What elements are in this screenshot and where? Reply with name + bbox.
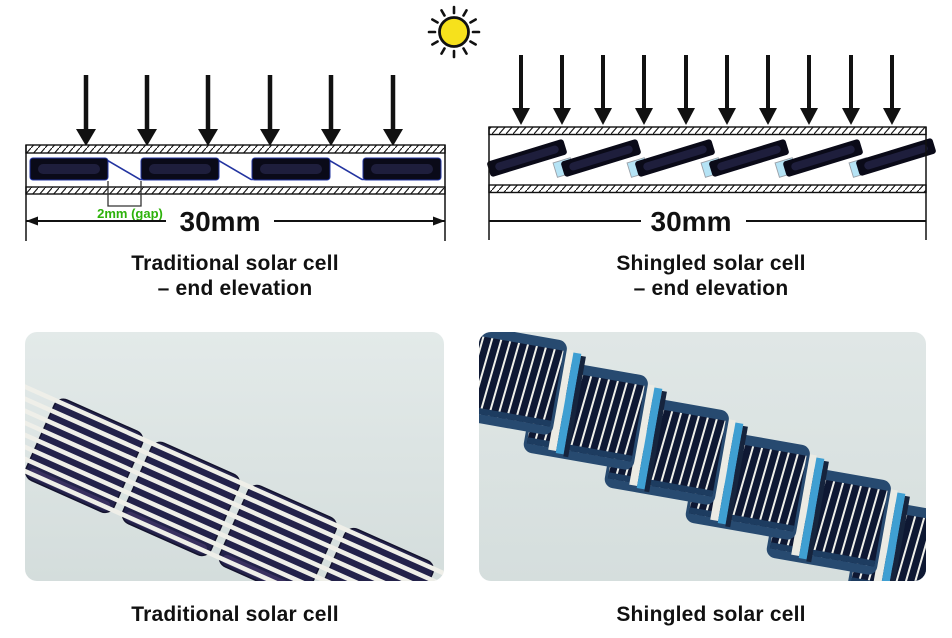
sun-icon — [427, 5, 481, 59]
solar-cell — [362, 157, 442, 181]
sunlight-arrows — [76, 75, 403, 146]
shingled-cells — [487, 138, 936, 177]
traditional-render — [25, 332, 444, 581]
solar-cell — [487, 139, 567, 177]
glass-layer-bottom — [25, 186, 446, 195]
traditional-render-caption: Traditional solar cell — [131, 603, 339, 626]
shingled-render — [479, 332, 926, 581]
traditional-cells — [29, 157, 442, 181]
sun-disc — [438, 16, 470, 48]
width-dimension: 30mm — [489, 206, 926, 237]
width-label: 30mm — [180, 206, 261, 237]
solar-cell — [635, 139, 715, 177]
solar-cell — [561, 139, 641, 177]
width-dimension: 30mm — [26, 206, 445, 237]
caption-line: – end elevation — [633, 277, 789, 300]
traditional-elevation-caption: Traditional solar cell – end elevation — [10, 251, 460, 301]
glass-layer-top — [488, 126, 927, 136]
traditional-elevation-diagram: 2mm (gap) 30mm — [25, 75, 446, 241]
solar-cell — [709, 139, 789, 177]
caption-line: Traditional solar cell — [131, 252, 339, 275]
gap-bracket — [107, 181, 142, 207]
caption-line: – end elevation — [157, 277, 313, 300]
cell-string — [25, 333, 444, 581]
glass-layer-top — [25, 144, 446, 154]
sun-rays — [427, 5, 481, 59]
solar-cell — [140, 157, 220, 181]
shingle-stack — [479, 332, 926, 581]
shingled-elevation-caption: Shingled solar cell – end elevation — [486, 251, 936, 301]
gap-label: 2mm (gap) — [97, 206, 163, 221]
sunlight-arrows — [512, 55, 901, 125]
width-label: 30mm — [651, 206, 732, 237]
solar-cell — [856, 138, 936, 176]
glass-layer-bottom — [488, 184, 927, 194]
shingled-render-caption: Shingled solar cell — [616, 603, 806, 626]
busbar-ribbons — [25, 333, 444, 581]
frame-edges — [25, 145, 446, 241]
solar-cell — [251, 157, 331, 181]
solar-cell — [479, 332, 586, 458]
shingled-elevation-diagram: 30mm — [487, 55, 936, 240]
caption-line: Shingled solar cell — [616, 252, 806, 275]
solar-cell — [29, 157, 109, 181]
solar-cell — [783, 139, 863, 177]
